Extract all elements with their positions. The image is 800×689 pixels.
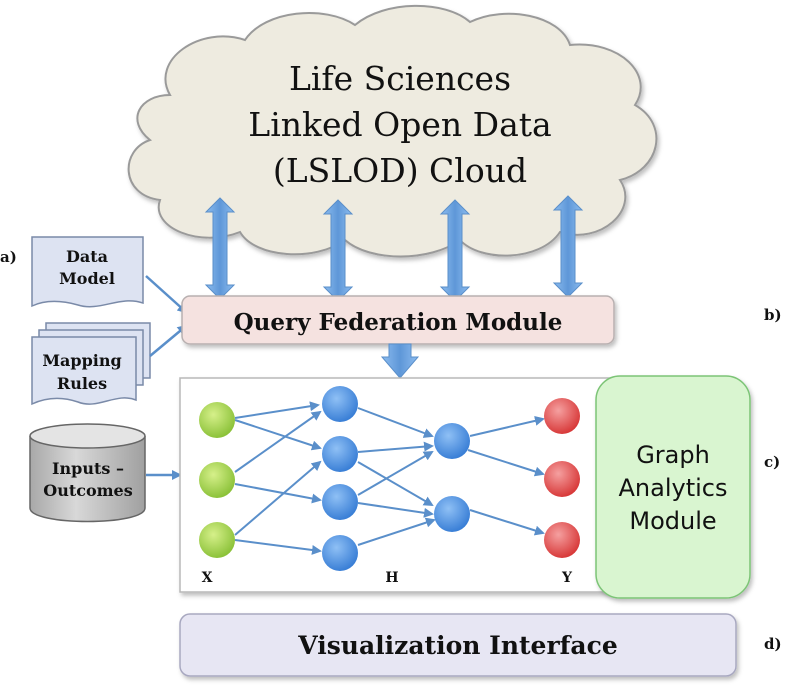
mapping-rules-documents: Mapping Rules xyxy=(31,322,151,406)
input-node-3 xyxy=(199,522,235,558)
hidden-node-6 xyxy=(434,496,470,532)
output-node-2 xyxy=(544,461,580,497)
layer-label-y: Y xyxy=(561,570,573,586)
edge-h2-h6 xyxy=(357,461,434,507)
label-b: b) xyxy=(764,306,782,324)
inputs-outcomes-database: Inputs – Outcomes xyxy=(29,423,146,523)
edge-h3-h6 xyxy=(357,502,434,518)
edge-x1-h1 xyxy=(234,401,320,419)
edge-x1-h2 xyxy=(234,419,322,451)
data-model-document: Data Model xyxy=(31,236,144,308)
query-federation-label: Query Federation Module xyxy=(234,309,563,336)
edge-x2-h1 xyxy=(234,410,322,473)
network-edges xyxy=(234,401,545,555)
graph-analytics-label-line-1: Graph xyxy=(636,441,710,469)
edge-x3-h4 xyxy=(234,539,322,555)
edge-h6-y3 xyxy=(469,509,545,536)
label-a: a) xyxy=(0,248,17,266)
graph-analytics-module xyxy=(595,375,751,599)
graph-analytics-label-line-3: Module xyxy=(629,507,716,535)
edge-h5-y2 xyxy=(467,449,545,477)
hidden-node-3 xyxy=(322,484,358,520)
input-node-1 xyxy=(199,402,235,438)
layer-label-h: H xyxy=(385,570,398,586)
graph-analytics-label-line-2: Analytics xyxy=(619,474,728,502)
edge-h4-h6 xyxy=(357,517,436,546)
edge-h3-h5 xyxy=(357,450,434,496)
layer-label-x: X xyxy=(202,570,213,586)
data-model-label-line-1: Data xyxy=(66,247,108,266)
input-arrows xyxy=(145,275,188,480)
edge-x2-h3 xyxy=(234,483,322,504)
hidden-node-4 xyxy=(322,535,358,571)
inputs-outcomes-label-line-2: Outcomes xyxy=(43,481,133,500)
output-node-3 xyxy=(544,522,580,558)
cloud-title-line-1: Life Sciences xyxy=(289,59,511,98)
cloud-title-line-3: (LSLOD) Cloud xyxy=(273,151,527,190)
visualization-interface xyxy=(179,613,737,677)
input-node-2 xyxy=(199,462,235,498)
output-node-1 xyxy=(544,398,580,434)
hidden-node-5 xyxy=(434,423,470,459)
lslod-cloud xyxy=(127,4,658,258)
visualization-label: Visualization Interface xyxy=(297,631,617,660)
hidden-node-1 xyxy=(322,386,358,422)
hidden-node-2 xyxy=(322,436,358,472)
edge-h5-y1 xyxy=(469,415,545,437)
mapping-rules-label-line-1: Mapping xyxy=(42,351,121,370)
label-d: d) xyxy=(764,635,782,653)
edge-h1-h5 xyxy=(357,407,434,438)
network-nodes xyxy=(199,386,580,571)
inputs-outcomes-label-line-1: Inputs – xyxy=(52,459,124,478)
query-down-arrow xyxy=(380,343,420,379)
edge-x3-h2 xyxy=(234,460,322,536)
mapping-rules-label-line-2: Rules xyxy=(57,374,107,393)
data-model-arrow xyxy=(145,275,188,314)
label-c: c) xyxy=(764,453,780,471)
cloud-title-line-2: Linked Open Data xyxy=(248,105,551,144)
mapping-rules-arrow xyxy=(149,324,188,357)
cloud-query-arrows xyxy=(204,195,584,302)
edge-h2-h5 xyxy=(357,441,434,453)
data-model-label-line-2: Model xyxy=(59,269,115,288)
